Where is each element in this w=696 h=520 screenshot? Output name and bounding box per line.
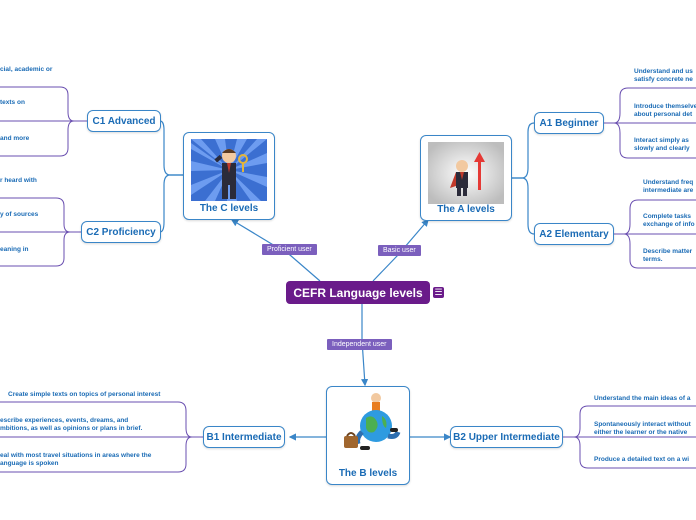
globe-traveler-illustration — [344, 393, 401, 450]
a2-leaf-3[interactable]: Describe matter terms. — [643, 248, 693, 263]
a2-leaf-1[interactable]: Understand freq intermediate are — [643, 179, 694, 194]
b1-leaf-3[interactable]: eal with most travel situations in areas… — [0, 452, 152, 467]
a1-leaf-3[interactable]: Interact simply as slowly and clearly — [634, 137, 690, 152]
c1-leaf-2[interactable]: texts on — [0, 99, 25, 106]
a1-leaf-1[interactable]: Understand and us satisfy concrete ne — [634, 68, 693, 83]
b2-leaf-1[interactable]: Understand the main ideas of a — [594, 395, 691, 402]
level-b2-upper-intermediate[interactable]: B2 Upper Intermediate — [450, 426, 563, 448]
a1-leaf-2[interactable]: Introduce themselve about personal det — [634, 103, 696, 118]
b2-leaf-2[interactable]: Spontaneously interact without either th… — [594, 421, 691, 436]
c2-leaf-3[interactable]: eaning in — [0, 246, 29, 253]
root-topic[interactable]: CEFR Language levels — [286, 281, 430, 304]
note-icon[interactable]: ☰ — [433, 287, 444, 298]
level-b1-intermediate[interactable]: B1 Intermediate — [203, 426, 285, 448]
b2-leaf-3[interactable]: Produce a detailed text on a wi — [594, 456, 689, 463]
level-a1-beginner[interactable]: A1 Beginner — [534, 112, 604, 134]
level-c2-proficiency[interactable]: C2 Proficiency — [81, 221, 161, 243]
businessman-key-illustration — [191, 139, 267, 201]
group-b-label: The B levels — [338, 468, 398, 479]
relation-independent-user: Independent user — [327, 339, 392, 350]
group-a-label: The A levels — [437, 204, 495, 215]
b1-leaf-2[interactable]: escribe experiences, events, dreams, and… — [0, 417, 143, 432]
b1-leaf-1[interactable]: Create simple texts on topics of persona… — [8, 391, 161, 398]
growth-chart-illustration — [428, 142, 504, 204]
group-a-levels[interactable]: The A levels — [420, 135, 512, 221]
level-a2-elementary[interactable]: A2 Elementary — [534, 223, 614, 245]
a2-leaf-2[interactable]: Complete tasks exchange of info — [643, 213, 695, 228]
group-c-levels[interactable]: The C levels — [183, 132, 275, 220]
c2-leaf-1[interactable]: r heard with — [0, 177, 37, 184]
group-c-label: The C levels — [199, 203, 259, 214]
c1-leaf-1[interactable]: cial, academic or — [0, 66, 53, 73]
relation-basic-user: Basic user — [378, 245, 421, 256]
level-c1-advanced[interactable]: C1 Advanced — [87, 110, 161, 132]
c2-leaf-2[interactable]: y of sources — [0, 211, 39, 218]
group-b-levels[interactable]: The B levels — [326, 386, 410, 485]
c1-leaf-3[interactable]: and more — [0, 135, 30, 142]
relation-proficient-user: Proficient user — [262, 244, 317, 255]
